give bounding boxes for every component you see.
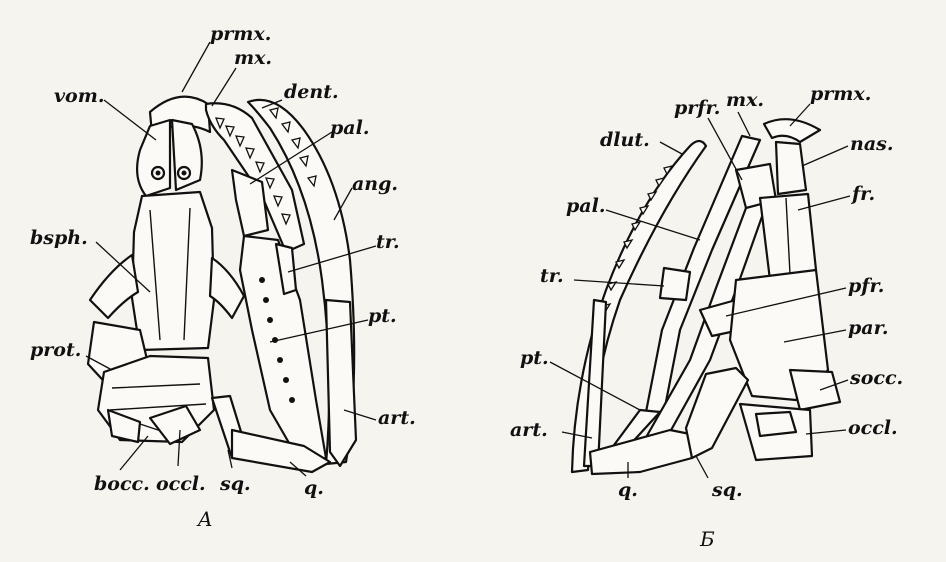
- label-a-dent: dent.: [284, 81, 339, 103]
- a-basisphenoid: [132, 192, 214, 350]
- label-b-pfr: pfr.: [848, 275, 884, 297]
- label-a-prot: prot.: [30, 339, 81, 361]
- panel-b-label: Б: [699, 527, 715, 551]
- b-supraoccipital: [790, 370, 840, 410]
- label-b-socc: socc.: [849, 367, 903, 389]
- b-premaxilla: [764, 119, 820, 142]
- label-b-nas: nas.: [850, 133, 893, 155]
- label-a-sq: sq.: [219, 473, 251, 495]
- label-b-occl: occl.: [848, 417, 898, 439]
- label-a-prmx: prmx.: [210, 23, 271, 45]
- label-b-sq: sq.: [711, 479, 743, 501]
- label-b-pal: pal.: [566, 195, 605, 217]
- label-a-q: q.: [304, 477, 324, 499]
- label-a-mx: mx.: [234, 47, 272, 69]
- label-b-art: art.: [510, 419, 548, 441]
- b-quadrate: [590, 430, 692, 474]
- label-a-bocc: bocc.: [94, 473, 150, 495]
- a-articular: [326, 300, 356, 466]
- label-b-mx: mx.: [726, 89, 764, 111]
- label-b-prfr: prfr.: [674, 97, 720, 119]
- panel-a-label: A: [196, 507, 212, 531]
- b-transverse: [660, 268, 690, 300]
- label-a-art: art.: [378, 407, 416, 429]
- label-b-prmx: prmx.: [810, 83, 871, 105]
- label-b-fr: fr.: [850, 183, 875, 205]
- label-b-tr: tr.: [540, 265, 564, 287]
- label-a-vom: vom.: [54, 85, 104, 107]
- label-b-par: par.: [848, 317, 888, 339]
- label-a-bsph: bsph.: [30, 227, 88, 249]
- label-a-occl: occl.: [156, 473, 206, 495]
- label-a-pal: pal.: [330, 117, 369, 139]
- label-a-ang: ang.: [352, 173, 398, 195]
- label-a-pt: pt.: [368, 305, 397, 327]
- panel-a-drawing: [88, 97, 356, 472]
- b-nasal: [776, 142, 806, 194]
- a-vomer: [137, 120, 170, 196]
- panel-b-drawing: [572, 119, 840, 474]
- label-b-q: q.: [618, 479, 638, 501]
- label-a-tr: tr.: [376, 231, 400, 253]
- label-b-dlut: dlut.: [600, 129, 650, 151]
- label-b-pt: pt.: [520, 347, 549, 369]
